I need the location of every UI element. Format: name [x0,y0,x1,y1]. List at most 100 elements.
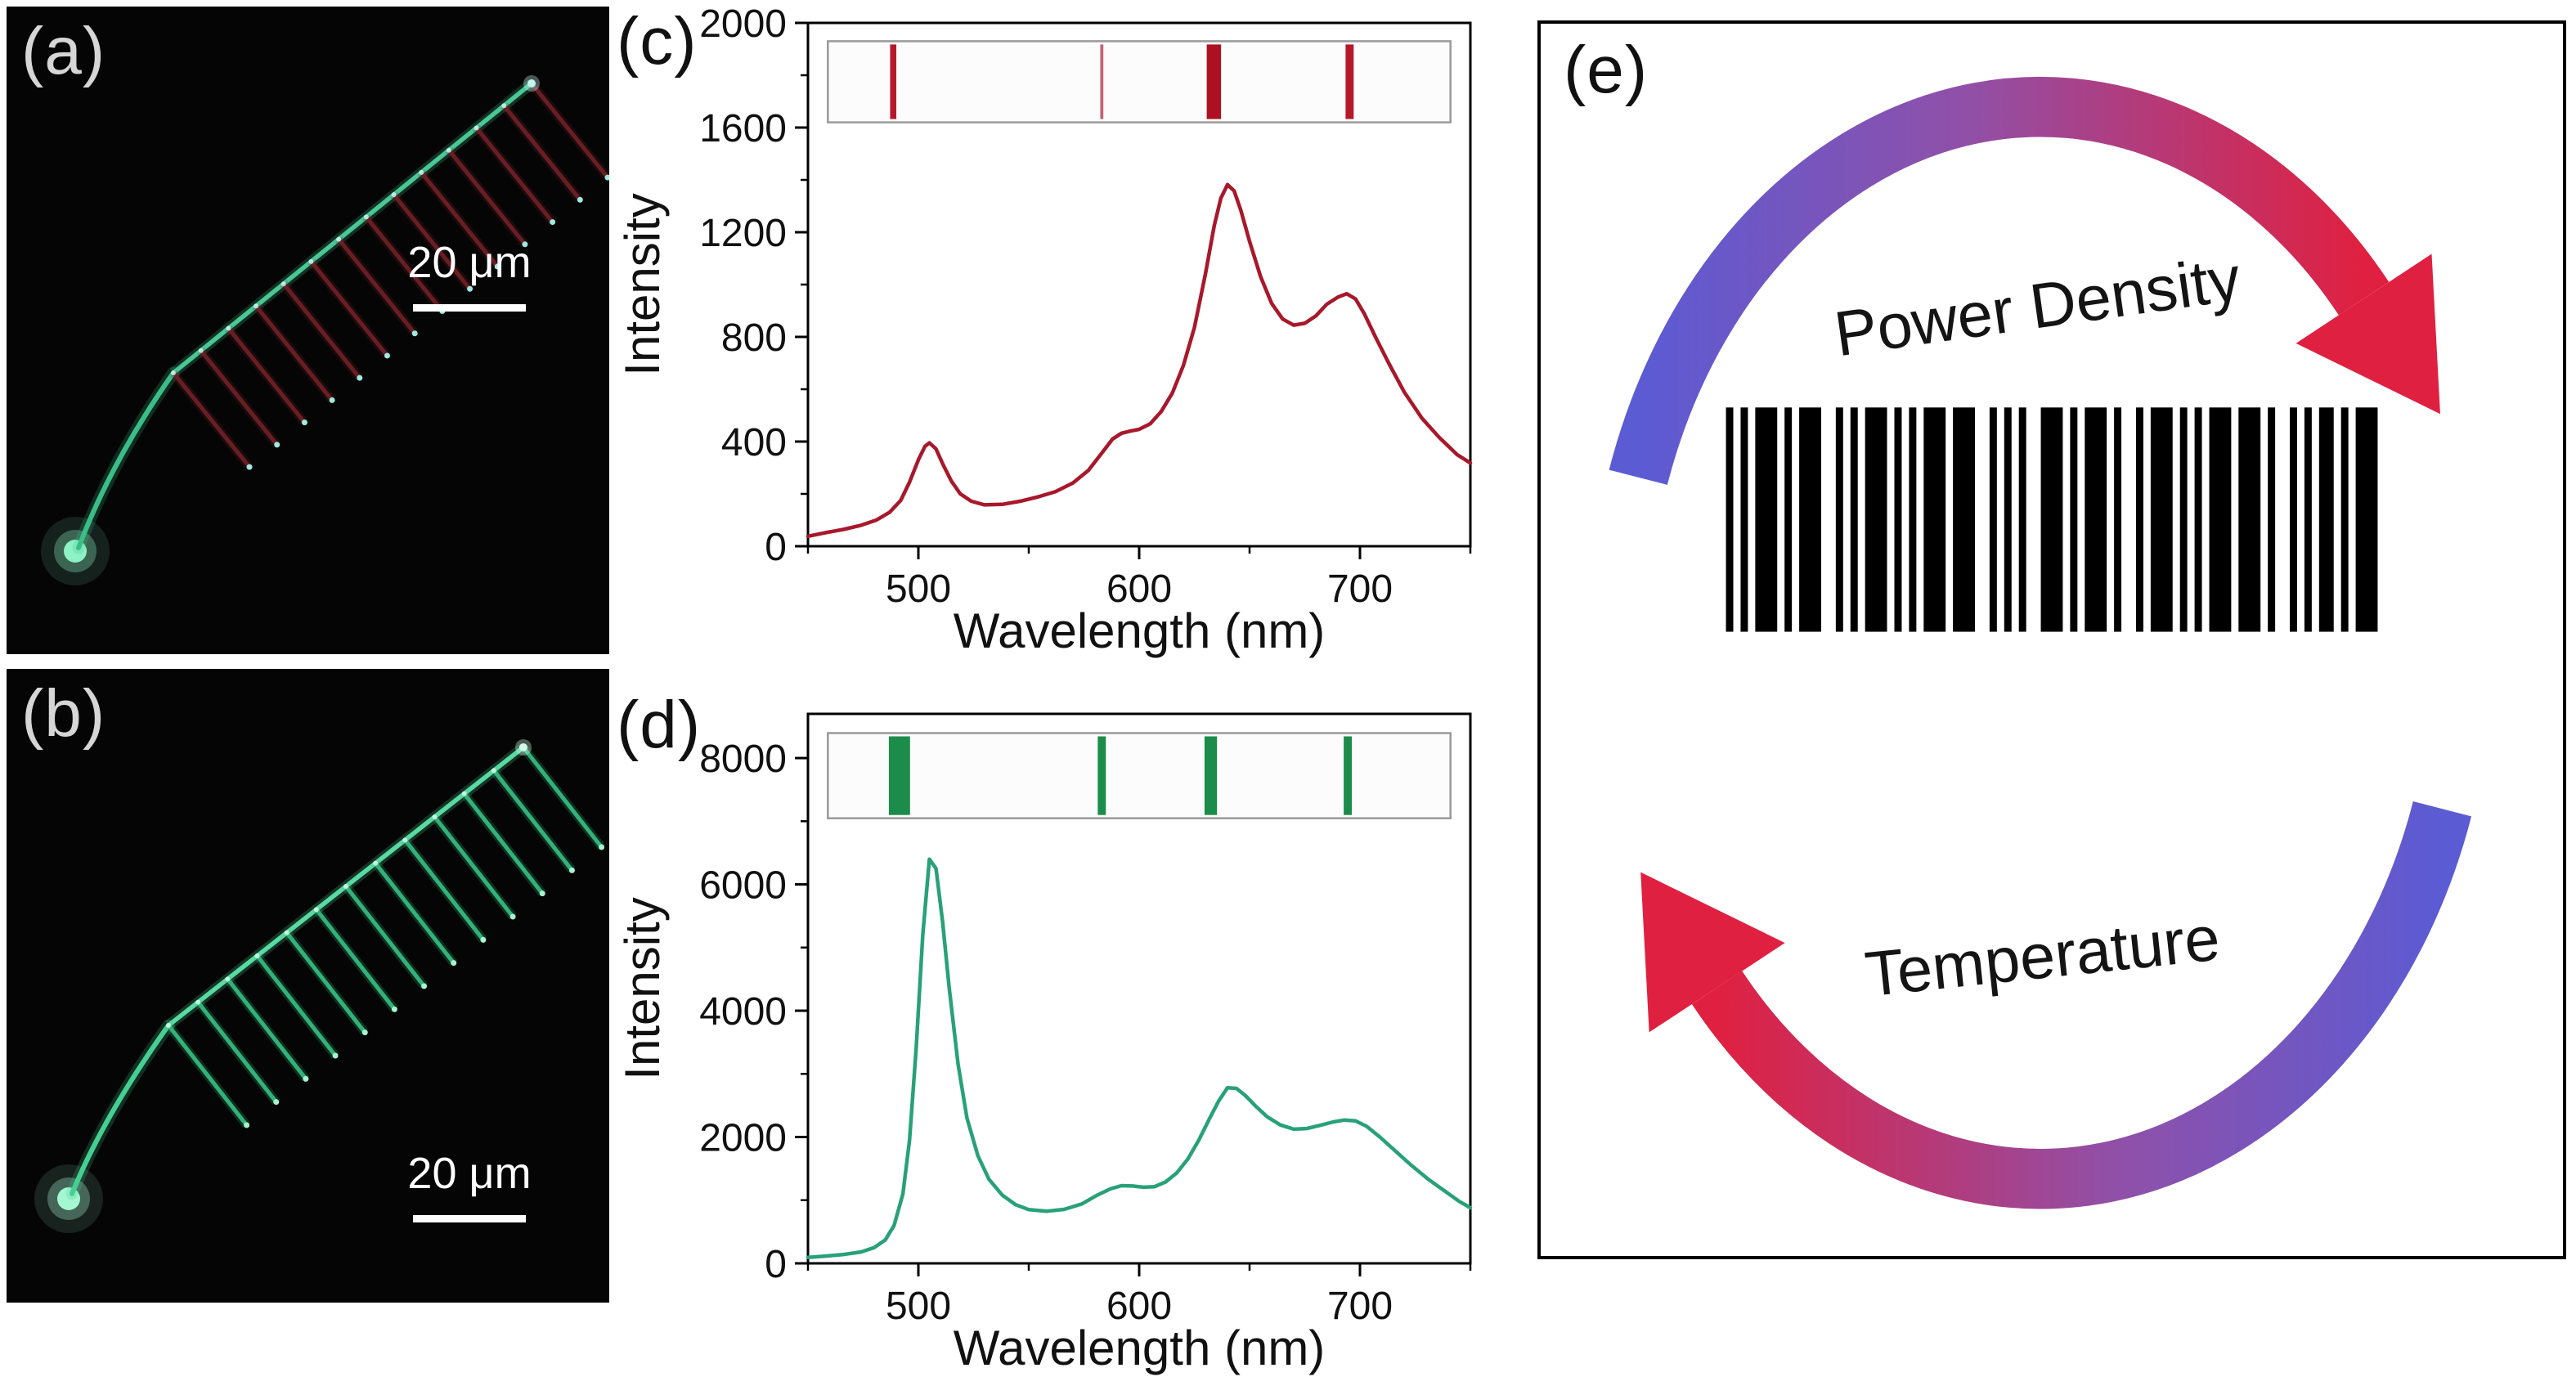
handle [76,370,176,550]
spine-node [343,884,348,889]
barcode-bar [1784,407,1793,632]
barcode-bar [2114,407,2122,632]
spine-node [254,303,259,309]
tooth-tip [467,285,473,292]
tooth [374,862,456,965]
y-tick-label: 0 [765,526,787,569]
tooth [502,104,582,201]
inset-bar [1206,44,1222,119]
power-density-label: Power Density [1830,244,2245,370]
spine-node [363,214,369,220]
tooth [403,838,485,941]
spine-node [254,953,260,958]
micrograph-b-image [34,739,605,1233]
scale-bar-a-text: 20 μm [407,238,532,287]
tooth [227,326,307,424]
tooth-tip [604,174,609,181]
tooth-tip [539,890,545,897]
barcode-bar [2340,407,2349,632]
spine-node [313,907,319,913]
x-axis-label: Wavelength (nm) [954,1321,1326,1375]
y-tick-label: 6000 [699,864,787,908]
y-axis-label: Intensity [615,897,670,1079]
barcode-bar [2238,407,2261,632]
comb-structure [34,739,605,1233]
barcode-bar [1909,407,1917,632]
spectrum-curve [806,182,1473,539]
tooth [530,82,609,179]
tooth [522,746,604,849]
tooth-tip [421,983,428,989]
spine-node [491,768,496,774]
x-tick-label: 600 [1106,567,1172,611]
inset-bar [890,44,897,119]
barcode-bar [1953,407,1975,632]
x-tick-label: 500 [886,567,951,611]
spine-node [166,1023,171,1028]
spine-node [198,348,204,353]
spine-end [527,79,536,87]
tooth [462,792,545,895]
tooth-tip [244,1122,250,1128]
tooth-tip [411,330,418,337]
barcode-bar [1894,407,1902,632]
spectrum-curve [806,857,1473,1259]
spine-node [171,370,176,375]
inset-bar [1345,44,1354,119]
barcode [1726,407,2378,632]
handle-glow [65,1019,175,1200]
x-tick-label: 500 [886,1285,951,1328]
tooth [172,371,251,469]
tooth-tip [384,352,390,359]
scale-bar-b-text: 20 μm [407,1149,532,1198]
tooth-tip [480,936,487,943]
panel-c-label: (c) [617,4,698,78]
spine-node [373,860,379,866]
barcode-bar [2290,407,2297,632]
barcode-bar [1865,407,1887,632]
barcode-bar [1799,407,1821,632]
tooth-tip [301,419,307,426]
x-tick-label: 700 [1327,567,1393,611]
tooth-tip [577,196,583,203]
spine-end [519,743,527,751]
tooth-tip [599,844,605,850]
tooth [309,260,389,357]
barcode-bar [2085,407,2107,632]
tooth-tip [391,1006,397,1012]
spine-node [280,281,286,287]
inset-bar [1204,736,1218,815]
tooth-tip [329,397,335,403]
spine-node [432,814,438,819]
handle-glow [72,366,180,554]
spine-node [336,236,342,242]
panel-e-cycle-diagram: Power Density Temperature (e) [1537,20,2566,1259]
spine-node [473,125,479,131]
scale-bar-a: 20 μm [404,237,535,312]
spine-node [225,976,231,982]
barcode-bar [2150,407,2173,632]
inset-box [827,40,1452,123]
barcode-bar [2040,407,2063,632]
y-tick-label: 2000 [699,1117,787,1160]
spine-node [446,147,451,153]
panel-e-label: (e) [1564,33,1649,107]
panel-b-label: (b) [21,676,106,751]
inset-box [827,732,1452,819]
barcode-bar [2018,407,2026,632]
tooth-tip [273,1099,280,1106]
barcode-bar [2268,407,2276,632]
barcode-bar [1923,407,1946,632]
y-tick-label: 800 [721,316,787,360]
tooth [337,238,417,335]
tooth [167,1024,249,1127]
tooth [255,954,338,1057]
scale-bar-b-line [413,1215,526,1222]
barcode-bar [2318,407,2334,632]
y-tick-label: 1600 [699,107,787,150]
y-tick-label: 8000 [699,738,787,781]
tooth [420,171,500,268]
